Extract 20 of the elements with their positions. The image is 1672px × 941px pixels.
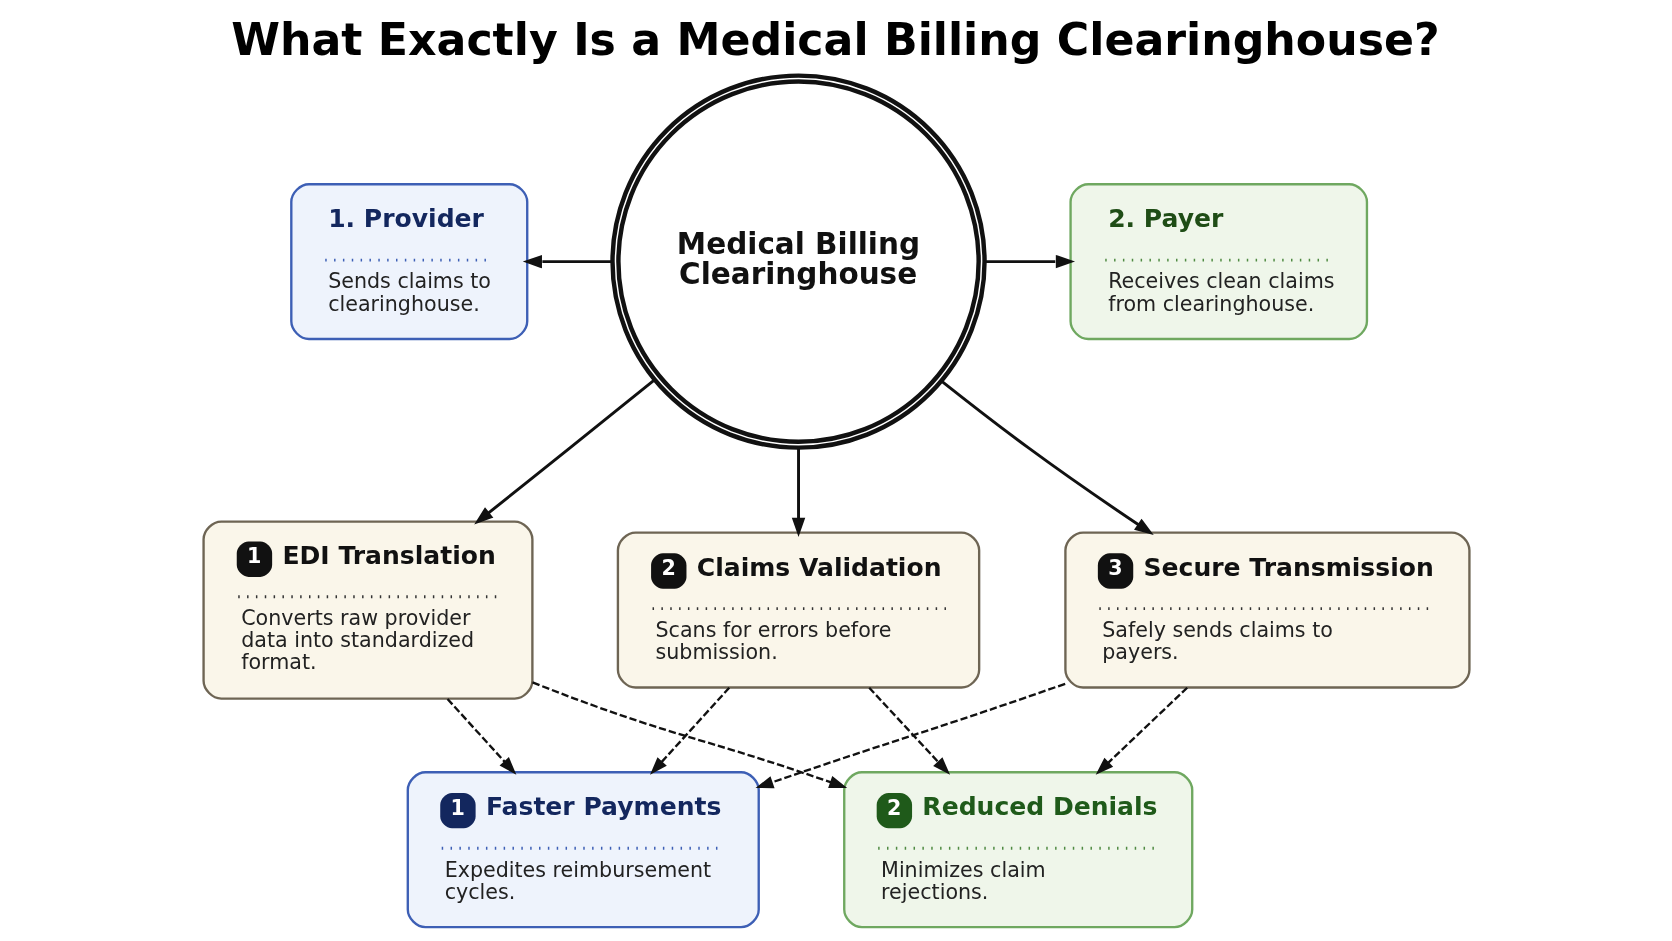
node-box: 2 Reduced Denials Minimizes claim rejections. <box>842 770 1193 928</box>
node-box: 2 Claims Validation Scans for errors before submission. <box>616 531 980 689</box>
arrow <box>531 680 847 788</box>
arrow <box>649 686 730 775</box>
arrow <box>1095 686 1188 775</box>
node-box: 2. Payer Receives clean claims from clearinghouse. <box>1068 182 1368 340</box>
arrow <box>940 379 1154 535</box>
arrow <box>867 686 950 775</box>
arrow <box>473 378 655 524</box>
node-box: 1. Provider Sends claims to clearinghouse. <box>289 182 528 340</box>
diagram-title: What Exactly Is a Medical Billing Clearinghouse? <box>230 13 1440 65</box>
arrow <box>984 254 1075 268</box>
node-circle: Medical Billing Clearinghouse <box>609 72 987 450</box>
arrow <box>522 254 612 268</box>
node-box: 1 Faster Payments Expedites reimbursement cycles. <box>406 770 760 928</box>
node-box: 1 EDI Translation Converts raw provider data into standardized format. <box>201 519 534 700</box>
node-box: 3 Secure Transmission Safely sends claims to payers. <box>1063 531 1471 689</box>
arrow <box>446 697 516 775</box>
arrow <box>791 447 805 537</box>
arrow <box>755 682 1066 788</box>
